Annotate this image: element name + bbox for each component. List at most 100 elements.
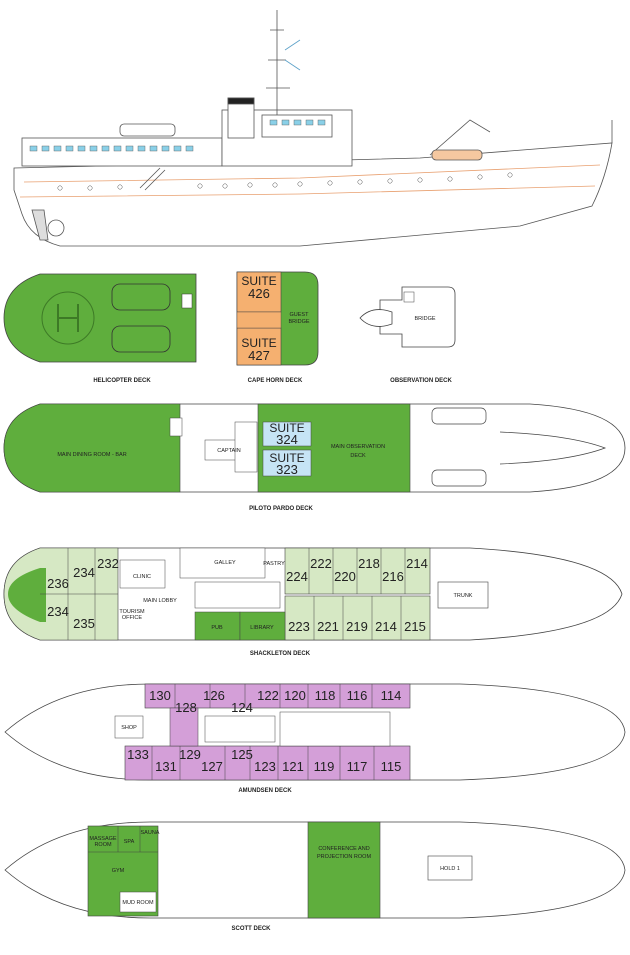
- cabin-122: 122: [257, 688, 279, 703]
- massage-room-label-2: ROOM: [94, 842, 112, 848]
- suite-426-block: [236, 271, 282, 313]
- cape-horn-deck-caption: CAPE HORN DECK: [248, 378, 303, 384]
- suite-426-label: SUITE: [241, 274, 276, 288]
- amundsen-cabin-128: [169, 707, 199, 747]
- hull-profile: [13, 142, 613, 247]
- observation-stairs: [403, 291, 415, 303]
- cabin-114: 114: [381, 688, 402, 703]
- bridge-label: BRIDGE: [414, 316, 435, 322]
- sauna-label: SAUNA: [141, 830, 160, 836]
- helicopter-deck-caption: HELICOPTER DECK: [93, 378, 151, 384]
- trunk-label: TRUNK: [454, 593, 473, 599]
- suite-323-block: [262, 449, 312, 477]
- cabin-221: 221: [317, 619, 339, 634]
- mud-room-label: MUD ROOM: [122, 900, 154, 906]
- suite-mid-block: [236, 311, 282, 329]
- tourism-office-label-2: OFFICE: [122, 615, 142, 621]
- guest-bridge-label-2: BRIDGE: [288, 319, 309, 325]
- ship-portholes: [57, 172, 513, 191]
- amundsen-cabins-bottom: [124, 745, 411, 781]
- dining-area: [3, 403, 181, 493]
- cabin-115: 115: [381, 759, 402, 774]
- cabin-214-bottom: 214: [375, 619, 397, 634]
- rudder: [31, 209, 49, 241]
- dining-room-label: MAIN DINING ROOM - BAR: [57, 452, 126, 458]
- pastry-label: PASTRY: [263, 561, 285, 567]
- cabin-224: 224: [286, 569, 308, 584]
- cabin-117: 117: [347, 759, 368, 774]
- suite-324-number: 324: [276, 432, 298, 447]
- hold-1-block: [427, 855, 473, 881]
- cabin-234-aft-bottom: 234: [47, 604, 69, 619]
- cabin-121: 121: [282, 759, 304, 774]
- cabin-220: 220: [334, 569, 356, 584]
- helipad-circle: [41, 291, 95, 345]
- lifeboat-aft: [119, 123, 176, 137]
- library-room: [239, 611, 286, 641]
- ship-profile: [13, 10, 613, 247]
- scott-deck: MASSAGE ROOM SPA SAUNA GYM MUD ROOM CONF…: [4, 821, 626, 932]
- stairwell-center: [234, 421, 258, 473]
- mast-antenna: [284, 39, 301, 71]
- pub-label: PUB: [211, 625, 223, 631]
- lobby-block: [194, 581, 281, 609]
- liferaft-fwd-bottom: [431, 469, 487, 487]
- observation-deck-caption: OBSERVATION DECK: [390, 378, 452, 384]
- galley-label: GALLEY: [214, 560, 236, 566]
- cabin-116: 116: [347, 688, 368, 703]
- guest-bridge-label-1: GUEST: [290, 312, 310, 318]
- funnel-top: [227, 97, 255, 105]
- bow-line: [499, 431, 607, 465]
- cabin-214-top: 214: [406, 556, 428, 571]
- shackleton-cabin-dividers: [40, 548, 406, 640]
- cabin-215: 215: [404, 619, 426, 634]
- clinic-label: CLINIC: [133, 574, 151, 580]
- cabin-222: 222: [310, 556, 332, 571]
- lifeboat-fwd: [431, 149, 483, 161]
- cabin-126: 126: [203, 688, 225, 703]
- piloto-pardo-deck: MAIN DINING ROOM - BAR CAPTAIN SUITE 324…: [3, 403, 626, 512]
- liferaft-fwd-top: [431, 407, 487, 425]
- cabin-223: 223: [288, 619, 310, 634]
- tourism-office-label-1: TOURISM: [119, 609, 145, 615]
- suite-323-number: 323: [276, 462, 298, 477]
- cabin-218: 218: [358, 556, 380, 571]
- observation-lounge: [257, 403, 411, 493]
- conference-label-1: CONFERENCE AND: [318, 846, 369, 852]
- cabin-131: 131: [155, 759, 177, 774]
- cabin-118: 118: [315, 688, 336, 703]
- ship-windows: [29, 119, 326, 152]
- crane: [429, 119, 491, 156]
- library-label: LIBRARY: [250, 625, 274, 631]
- captain-label: CAPTAIN: [217, 448, 240, 454]
- superstructure: [21, 137, 223, 167]
- shackleton-aft-green: [8, 568, 46, 622]
- stern-ladder: [139, 167, 166, 191]
- propeller: [47, 219, 65, 237]
- amundsen-cabin-dividers: [151, 684, 375, 780]
- cabin-130: 130: [149, 688, 171, 703]
- shop-label: SHOP: [121, 725, 137, 731]
- cabin-216: 216: [382, 569, 404, 584]
- liferaft-top: [111, 283, 171, 311]
- cabin-236: 236: [47, 576, 69, 591]
- main-observation-label-2: DECK: [350, 453, 366, 459]
- amundsen-cabins-top: [144, 683, 411, 709]
- hold-1-label: HOLD 1: [440, 866, 460, 872]
- cabin-128: 128: [175, 700, 197, 715]
- galley-block: [179, 547, 266, 579]
- cabin-234-aft-top: 234: [73, 565, 95, 580]
- helicopter-deck-stairs: [181, 293, 193, 309]
- amundsen-deck: 130 128 126 124 122 120 118 116 114 133 …: [4, 683, 626, 794]
- stairs-port: [169, 417, 183, 437]
- suite-427-block: [236, 327, 282, 366]
- suite-427-number: 427: [248, 348, 270, 363]
- waterline: [19, 185, 596, 198]
- mud-room: [119, 891, 157, 913]
- scott-dividers: [88, 826, 158, 853]
- suite-324-block: [262, 421, 312, 447]
- cabin-129: 129: [179, 747, 201, 762]
- observation-deck: BRIDGE OBSERVATION DECK: [359, 286, 456, 384]
- mast: [266, 10, 290, 115]
- cabin-123: 123: [254, 759, 276, 774]
